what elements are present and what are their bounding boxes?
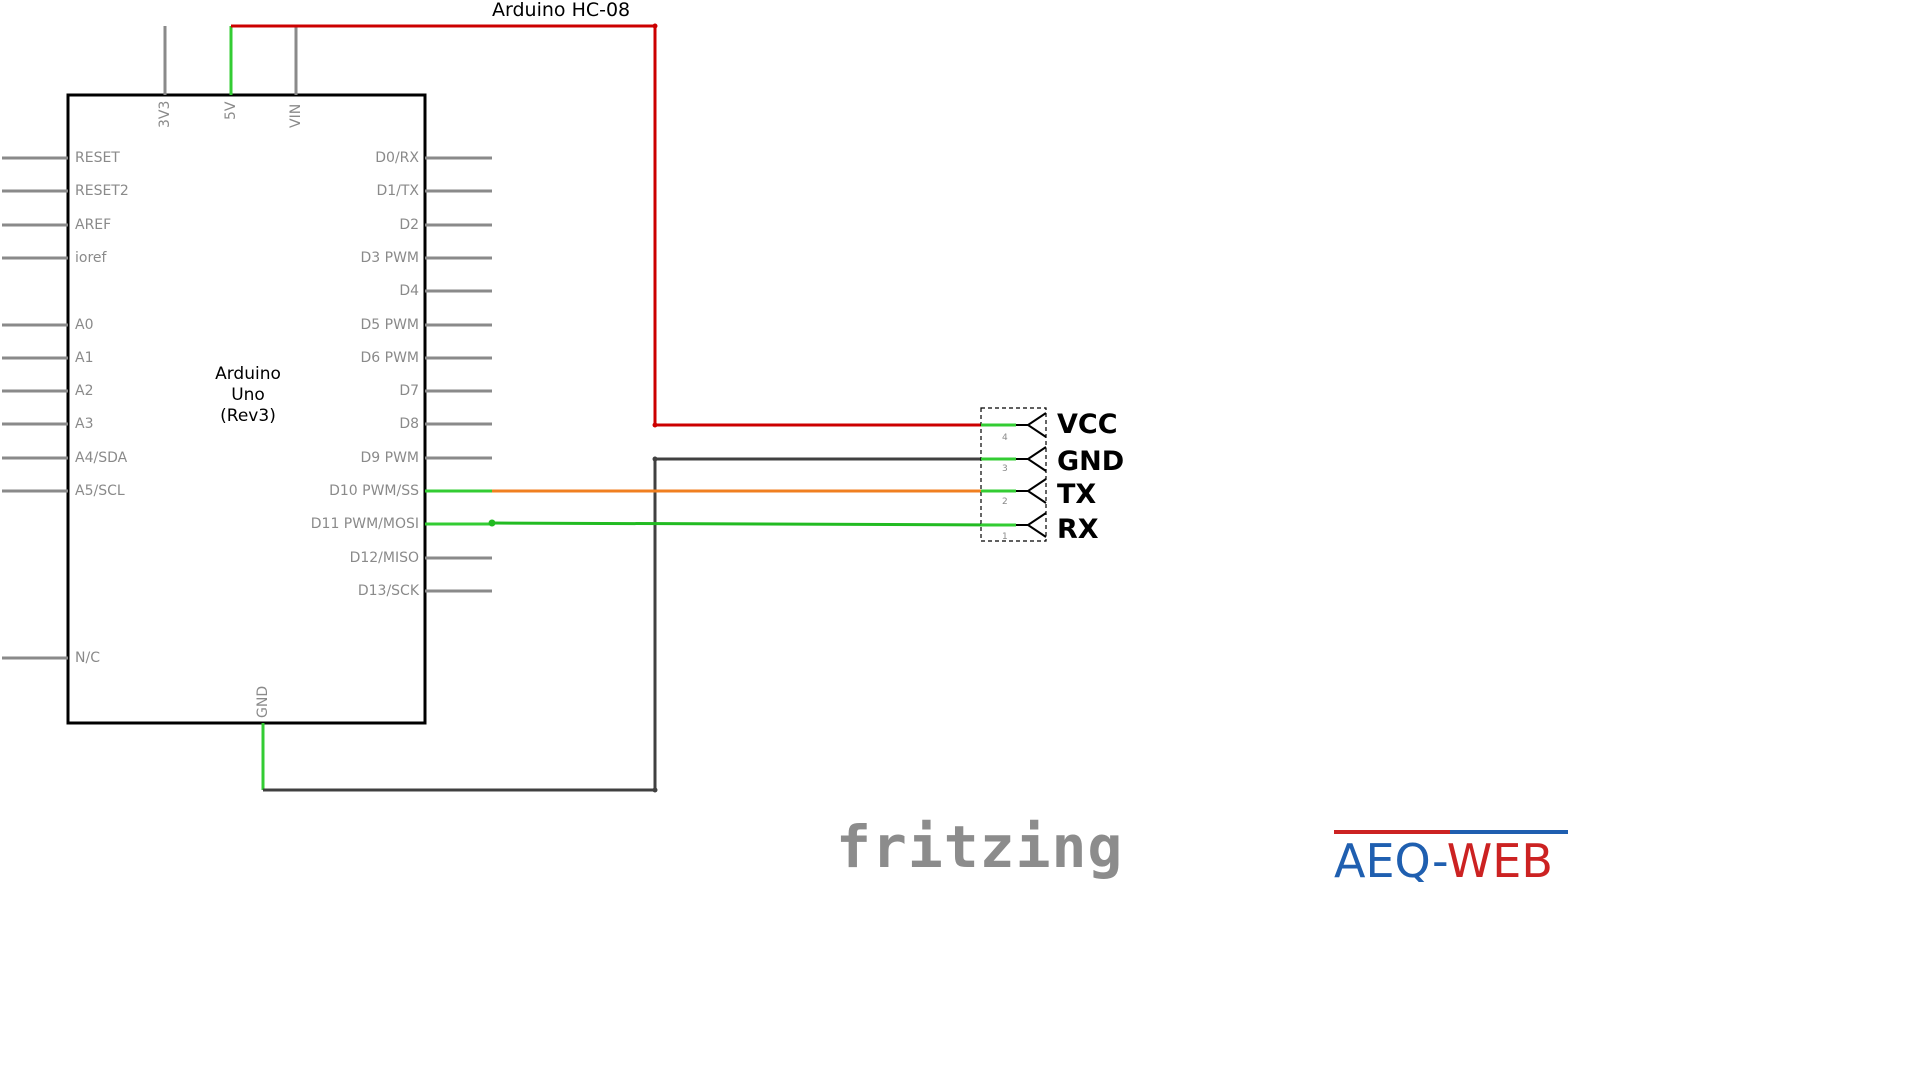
wire-d11-rx bbox=[491, 521, 1004, 527]
connector-label-tx: TX bbox=[1057, 479, 1096, 510]
hc08-connector-outline bbox=[980, 407, 1047, 542]
schematic-canvas: Arduino HC-08 Arduino Uno (Rev3) 3V3 5V … bbox=[2, 0, 1568, 882]
pin-label-d7: D7 bbox=[399, 383, 419, 399]
wire-5v-vcc bbox=[231, 24, 1003, 427]
wire-bend-dot bbox=[652, 787, 658, 793]
connector-pin-number: 2 bbox=[1002, 497, 1008, 507]
board-name-line-1: Arduino bbox=[215, 364, 281, 384]
pin-label-d11-pwm-mosi: D11 PWM/MOSI bbox=[311, 516, 419, 532]
pin-label-a2: A2 bbox=[75, 383, 93, 399]
pin-label-d13-sck: D13/SCK bbox=[358, 583, 420, 599]
pin-label-a4-sda: A4/SDA bbox=[75, 450, 128, 466]
pin-label-gnd: GND bbox=[255, 686, 271, 718]
wire-gnd-gnd bbox=[263, 457, 1003, 792]
pin-label-d1-tx: D1/TX bbox=[376, 183, 419, 199]
fritzing-logo: fritzing bbox=[836, 813, 1123, 881]
connector-pin-rx: 1 RX bbox=[981, 512, 1099, 545]
connector-pin-number: 3 bbox=[1002, 464, 1008, 474]
connector-pin-arrow bbox=[1026, 446, 1047, 472]
pin-label-d12-miso: D12/MISO bbox=[350, 550, 419, 566]
wire-bend-dot bbox=[652, 23, 658, 29]
connector-label-gnd: GND bbox=[1057, 446, 1124, 477]
board-name-line-2: Uno bbox=[231, 385, 265, 405]
diagram-title: Arduino HC-08 bbox=[492, 0, 630, 21]
connector-pin-arrow bbox=[1026, 412, 1047, 438]
logo-text: AEQ-WEB bbox=[1334, 834, 1553, 882]
pin-label-d5-pwm: D5 PWM bbox=[360, 317, 419, 333]
connector-label-vcc: VCC bbox=[1057, 409, 1118, 440]
pin-label-a3: A3 bbox=[75, 416, 93, 432]
pin-label-aref: AREF bbox=[75, 217, 111, 233]
pin-label-3v3: 3V3 bbox=[157, 101, 173, 128]
arduino-board-outline bbox=[66, 93, 427, 725]
aeq-web-logo: AEQ-WEB bbox=[1334, 830, 1568, 882]
logo-text-part1: AEQ- bbox=[1334, 834, 1447, 882]
wire-junction-dot bbox=[488, 519, 496, 527]
right-pins: D0/RX D1/TX D2 D3 PWM D4 D5 PWM D6 PWM D… bbox=[311, 150, 492, 599]
wire-bend-dot bbox=[652, 456, 658, 462]
connector-pin-number: 1 bbox=[1002, 532, 1008, 542]
pin-label-d6-pwm: D6 PWM bbox=[360, 350, 419, 366]
pin-label-5v: 5V bbox=[223, 101, 239, 120]
pin-label-d2: D2 bbox=[399, 217, 419, 233]
connector-pin-tx: 2 TX bbox=[981, 478, 1096, 510]
left-pins: RESET RESET2 AREF ioref A0 A1 A2 A3 A4/S… bbox=[2, 150, 129, 666]
pin-label-d9-pwm: D9 PWM bbox=[360, 450, 419, 466]
pin-label-d10-pwm-ss: D10 PWM/SS bbox=[329, 483, 419, 499]
pin-label-d0-rx: D0/RX bbox=[375, 150, 419, 166]
connector-pin-vcc: 4 VCC bbox=[981, 409, 1118, 443]
wire-bend-dot bbox=[652, 422, 658, 428]
logo-text-part2: WEB bbox=[1447, 834, 1553, 882]
pin-label-d3-pwm: D3 PWM bbox=[360, 250, 419, 266]
connector-pin-number: 4 bbox=[1002, 433, 1008, 443]
board-name-line-3: (Rev3) bbox=[220, 406, 276, 426]
pin-label-ioref: ioref bbox=[75, 250, 108, 266]
pin-label-a1: A1 bbox=[75, 350, 93, 366]
connector-pin-arrow bbox=[1026, 512, 1047, 538]
connector-label-rx: RX bbox=[1057, 514, 1099, 545]
pin-label-reset: RESET bbox=[75, 150, 120, 166]
pin-label-nc: N/C bbox=[75, 650, 100, 666]
pin-label-d4: D4 bbox=[399, 283, 419, 299]
pin-label-vin: VIN bbox=[288, 104, 304, 128]
pin-label-reset2: RESET2 bbox=[75, 183, 129, 199]
pin-label-d8: D8 bbox=[399, 416, 419, 432]
pin-label-a5-scl: A5/SCL bbox=[75, 483, 125, 499]
connector-pin-gnd: 3 GND bbox=[981, 446, 1124, 477]
connector-pin-arrow bbox=[1026, 478, 1047, 504]
pin-label-a0: A0 bbox=[75, 317, 93, 333]
